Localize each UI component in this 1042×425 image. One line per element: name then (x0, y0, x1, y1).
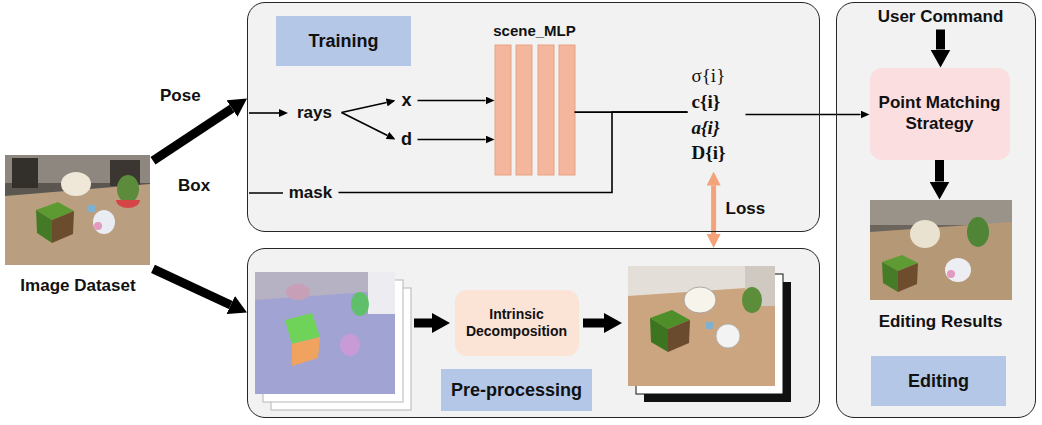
output-list: σ{i}c{i}a{i}D{i} (688, 58, 746, 172)
stage-panel: Editing User CommandPoint Matching Strate… (836, 2, 1036, 418)
process-box: Intrinsic Decomposition (455, 290, 579, 356)
pose-wire (249, 112, 279, 114)
normal-map-stack (255, 272, 411, 410)
connector (342, 113, 388, 136)
block-heading: scene_MLP (493, 22, 576, 39)
photo-chair (12, 158, 38, 188)
output-symbol: a{i} (692, 115, 720, 141)
photo-cushion (910, 220, 940, 248)
input-label: Box (178, 176, 210, 196)
albedo-doll (716, 324, 740, 348)
normal-cushion (286, 284, 310, 300)
photo-doll (945, 258, 971, 282)
connectors (153, 30, 941, 305)
photo-table (870, 222, 1012, 300)
albedo-plush (742, 287, 762, 313)
photo-wall (870, 200, 1012, 225)
photo-plush (117, 175, 139, 203)
signal-label: x (401, 90, 411, 111)
edge-label: Loss (726, 199, 766, 219)
editing-photo (870, 200, 1012, 300)
signal-label: rays (297, 103, 332, 123)
photo-background (5, 155, 150, 265)
photo-watermelon (116, 200, 140, 208)
connector (935, 160, 944, 182)
photo-cube (52, 211, 74, 243)
text-node: x (396, 88, 418, 114)
panel-ground (836, 2, 1036, 418)
output-symbol: σ{i} (692, 63, 726, 89)
box-label: Intrinsic Decomposition (460, 306, 574, 340)
flow-arrow (414, 319, 432, 328)
normal-map (255, 272, 395, 394)
output-symbol: D{i} (692, 140, 726, 166)
mlp-layer (559, 45, 575, 175)
albedo-cushion (684, 287, 716, 313)
connector (342, 102, 387, 112)
panel-ground (247, 2, 820, 232)
albedo-cube (668, 320, 690, 352)
albedo-cube (650, 318, 668, 352)
image-caption: Image Dataset (20, 276, 135, 296)
connector (418, 139, 486, 141)
photo-plush (967, 217, 989, 247)
connector (153, 109, 232, 161)
flow-arrow (583, 319, 604, 328)
stage-panel: Trainingscene_MLPraysxdmaskσ{i}c{i}a{i}D… (247, 2, 820, 232)
box-label: Point Matching Strategy (875, 93, 1005, 134)
input-label: Pose (160, 86, 201, 106)
mlp-layer (516, 45, 532, 175)
albedo-table (628, 286, 775, 386)
photo-doll (947, 270, 955, 278)
photo-cube (882, 262, 898, 292)
box-wire (249, 192, 283, 194)
photo-doll (93, 210, 115, 234)
text-node: mask (283, 180, 339, 206)
image-node: Editing Results (870, 200, 1012, 335)
albedo-image (628, 266, 775, 386)
process-box: Point Matching Strategy (870, 68, 1010, 160)
connector (746, 114, 861, 116)
connector (936, 30, 945, 50)
stage-title: Editing (871, 356, 1006, 406)
normal-chair (368, 272, 395, 314)
stage-title: Training (276, 16, 411, 66)
mlp-layer (495, 45, 511, 175)
photo-cushion (61, 172, 91, 196)
normal-doll (340, 334, 360, 356)
mlp-layer (538, 45, 554, 175)
photo-cube (36, 210, 52, 243)
albedo-small-cube (706, 322, 713, 329)
stage-title: Pre-processing (441, 369, 592, 411)
mlp-block: scene_MLP (495, 45, 575, 175)
connector (339, 112, 688, 192)
text-node: User Command (866, 4, 1016, 30)
normal-cube (292, 337, 320, 366)
photo-background (870, 200, 1012, 300)
image-node: Image Dataset (3, 152, 153, 298)
photo-small-cube (88, 205, 95, 212)
photo-doll (94, 222, 102, 230)
dataset-photo (5, 155, 150, 265)
connector (153, 269, 231, 305)
text-node: rays (288, 100, 342, 126)
photo-cube (898, 263, 918, 292)
connector (418, 100, 486, 102)
signal-label: User Command (878, 7, 1004, 27)
signal-label: d (401, 129, 412, 150)
panel-ground (247, 248, 820, 418)
output-symbol: c{i} (692, 89, 721, 115)
result-stack (628, 266, 791, 402)
image-caption: Editing Results (879, 312, 1003, 332)
normal-plush (351, 292, 369, 316)
stage-panel: Pre-processing Intrinsic Decomposition (247, 248, 820, 418)
text-node: d (396, 127, 418, 153)
signal-label: mask (289, 183, 332, 203)
connector (711, 186, 716, 235)
